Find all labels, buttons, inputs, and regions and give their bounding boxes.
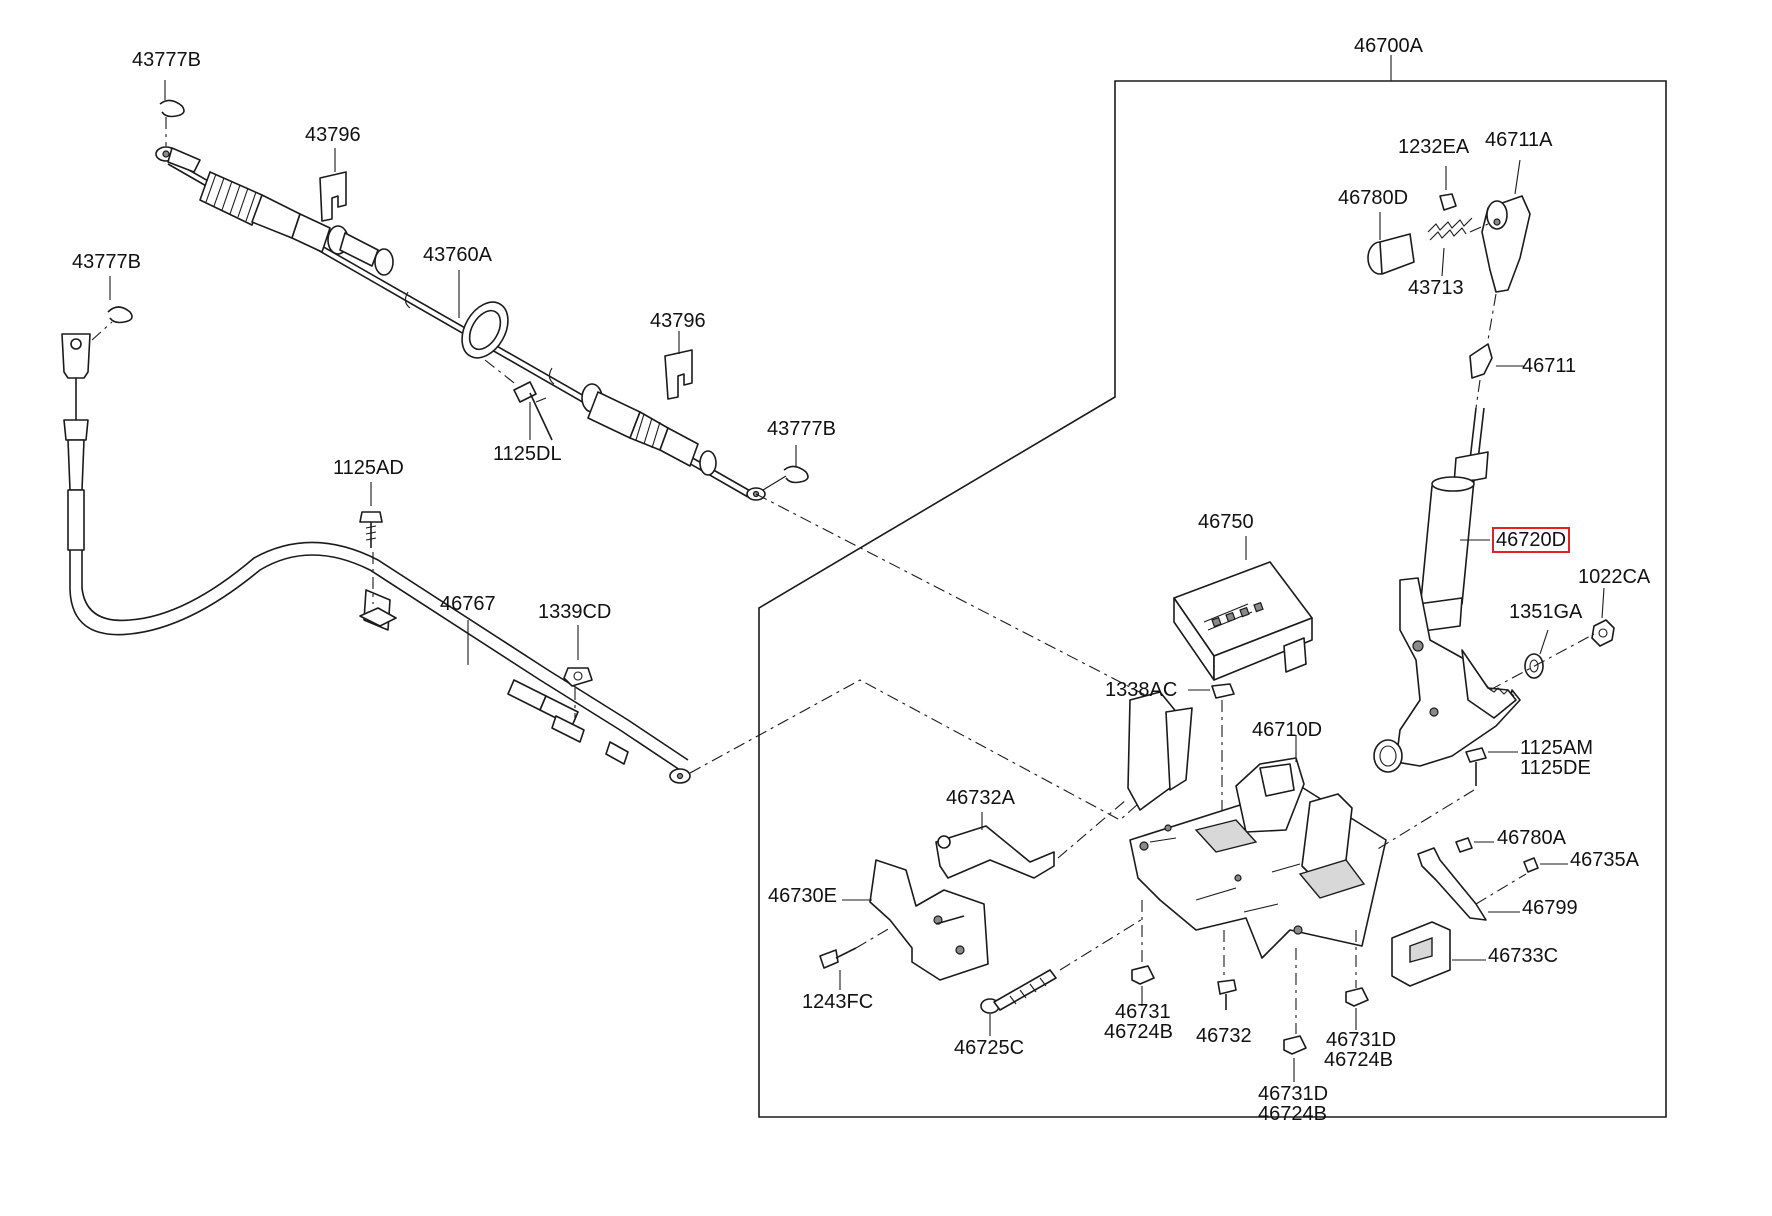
assembly-frame [758,80,1667,1118]
link-upper-cable [755,493,1156,701]
clip-43777b-3 [762,445,809,491]
link-lower-cable [689,679,1166,821]
bolt-46732 [1217,930,1237,1010]
spring-43713 [1427,217,1489,277]
nut-46731 [1131,900,1155,1006]
label-46733c: 46733C [1488,945,1559,967]
clip-43777b-2 [91,276,133,341]
bolt-46725c [980,917,1145,1036]
plate-46730e [842,859,989,981]
label-46711: 46711 [1522,355,1577,377]
label-46725c: 46725C [954,1037,1025,1059]
label-46724b: 46724B [1104,1021,1173,1043]
button-46780d [1367,212,1415,275]
label-46767: 46767 [440,593,496,615]
label-46799: 46799 [1522,897,1578,919]
label-43777b: 43777B [767,418,836,440]
base-46710d [1127,691,1387,959]
label-1125dl: 1125DL [493,443,562,465]
lever-46720d [1373,407,1521,773]
bolt-1125ad [359,482,383,604]
label-1351ga: 1351GA [1509,601,1583,623]
label-46732: 46732 [1196,1025,1252,1047]
nut-46731d-2 [1283,948,1307,1082]
label-46780a: 46780A [1497,827,1566,849]
label-43777b: 43777B [132,49,201,71]
bolt-1338ac [1188,683,1235,810]
part-46711 [1469,343,1524,409]
label-1125de: 1125DE [1520,757,1591,779]
nut-1022ca [1591,587,1615,647]
label-1339cd: 1339CD [538,601,612,623]
upper-cable [155,146,766,501]
label-1125ad: 1125AD [333,457,404,479]
indicator-46750 [1173,536,1313,681]
label-46731d: 46731D [1326,1029,1397,1051]
label-46780d: 46780D [1338,187,1409,209]
screw-1243fc [819,927,891,990]
label-46730e: 46730E [768,885,837,907]
lower-cable [61,333,691,784]
label-46724b: 46724B [1258,1103,1327,1125]
label-46710d: 46710D [1252,719,1323,741]
nut-46731d-1 [1345,930,1369,1030]
label-1125am: 1125AM [1520,737,1594,759]
lever-46799 [1417,847,1527,921]
pin-46780a [1455,837,1494,853]
label-46700a: 46700A [1354,35,1423,57]
label-43777b: 43777B [72,251,141,273]
link-lever-nut [1489,633,1595,691]
knob-46711a [1481,159,1531,341]
label-46735a: 46735A [1570,849,1639,871]
label-1232ea: 1232EA [1398,136,1470,158]
screw-46735a [1523,857,1568,873]
nut-1339cd [563,625,593,720]
clip-43777b-1 [159,80,185,146]
label-1338ac: 1338AC [1105,679,1178,701]
label-43796: 43796 [305,124,361,146]
screw-1232ea [1439,166,1457,211]
label-43713: 43713 [1408,277,1464,299]
label-1022ca: 1022CA [1578,566,1651,588]
label-46731d: 46731D [1258,1083,1329,1105]
bolt-1125dl [484,359,553,441]
label-43796: 43796 [650,310,706,332]
label-46732a: 46732A [946,787,1015,809]
bolt-1125am [1375,747,1518,851]
label-46720d-highlighted: 46720D [1492,527,1571,553]
label-46724b: 46724B [1324,1049,1393,1071]
label-43760a: 43760A [423,244,492,266]
clip-43796-2 [664,331,693,400]
label-46731: 46731 [1115,1001,1171,1023]
clip-43796-1 [319,148,347,222]
label-46711a: 46711A [1485,129,1553,151]
block-46733c [1391,921,1486,987]
label-46750: 46750 [1198,511,1254,533]
label-1243fc: 1243FC [802,991,874,1013]
bracket-46732a [935,799,1127,879]
washer-1351ga [1524,629,1549,679]
